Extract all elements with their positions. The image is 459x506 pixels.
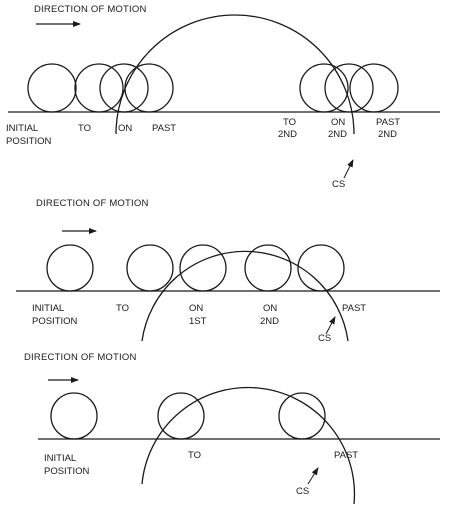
panel-1-label-past2nd: PAST 2ND	[376, 117, 403, 140]
panel-2-label-on2nd: ON 2ND	[260, 303, 280, 327]
panel-3-cs-arc	[141, 386, 356, 505]
panel-3-title: DIRECTION OF MOTION	[24, 352, 137, 363]
panel-2-circle-on2nd	[244, 244, 292, 292]
panel-2-label-on1st: ON 1ST	[189, 303, 207, 327]
panel-2-cs-arc	[141, 250, 349, 342]
panel-1-label-initial: INITIAL POSITION	[6, 123, 52, 147]
panel-1-label-to2nd: TO 2ND	[278, 117, 299, 140]
panel-1-circle-to2nd	[299, 63, 349, 113]
panel-1-circle-on2nd	[324, 63, 374, 113]
panel-3-label-initial: INITIAL POSITION	[44, 453, 90, 477]
panel-1-title: DIRECTION OF MOTION	[34, 4, 147, 15]
panel-1-circle-on	[99, 63, 149, 113]
panel-2-title: DIRECTION OF MOTION	[36, 198, 149, 209]
panel-1: DIRECTION OF MOTION INITIAL POSITION TO …	[6, 4, 440, 190]
panel-1-circle-initial	[27, 63, 77, 113]
panel-3-circle-initial	[50, 392, 98, 440]
panel-3-cs-arrow	[307, 467, 319, 485]
panel-2-label-to: TO	[116, 303, 129, 314]
panel-1-circle-past2nd	[349, 63, 399, 113]
panel-2-circle-initial	[46, 244, 94, 292]
panel-1-cs-arrow	[343, 159, 354, 179]
panel-2-label-past: PAST	[342, 303, 366, 314]
panel-1-label-on: ON	[118, 123, 132, 134]
panel-2-label-cs: CS	[318, 333, 331, 344]
panel-1-label-on2nd: ON 2ND	[328, 117, 348, 140]
panel-2-circle-past	[297, 244, 345, 292]
panel-2-circle-on1st	[179, 244, 227, 292]
panel-3-circle-to	[157, 392, 205, 440]
panel-1-label-to: TO	[78, 123, 91, 134]
panel-2-circle-to	[126, 244, 174, 292]
panel-2: DIRECTION OF MOTION INITIAL POSITION TO …	[16, 198, 440, 344]
panel-2-cs-arrow	[325, 316, 336, 335]
panel-1-circle-past	[124, 63, 174, 113]
panel-2-label-initial: INITIAL POSITION	[32, 303, 78, 327]
panel-3-label-cs: CS	[296, 486, 309, 497]
panel-3-circle-past	[278, 392, 326, 440]
panel-1-cs-arc	[115, 14, 355, 135]
panel-1-circle-to	[74, 63, 124, 113]
panel-3: DIRECTION OF MOTION INITIAL POSITION TO …	[24, 352, 440, 505]
panel-1-label-past: PAST	[152, 123, 176, 134]
panel-3-label-past: PAST	[334, 450, 358, 461]
panel-1-label-cs: CS	[332, 179, 345, 190]
panel-3-label-to: TO	[188, 450, 201, 461]
